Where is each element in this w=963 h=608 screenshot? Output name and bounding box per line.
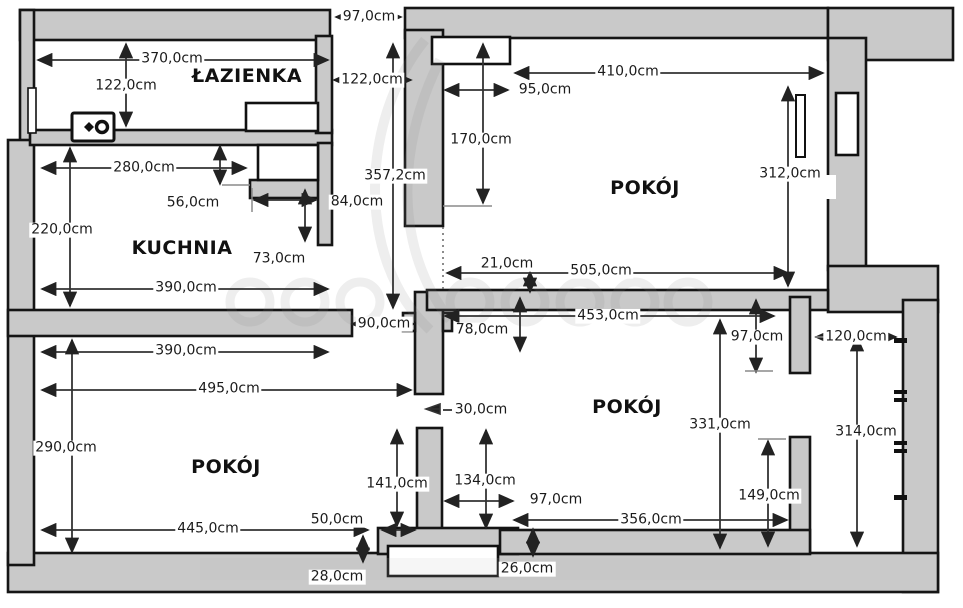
dim-kitchen-width: 390,0cm xyxy=(153,279,219,296)
dim-149: 149,0cm xyxy=(736,487,802,504)
dim-hall-length: 357,2cm xyxy=(362,167,428,184)
dim-170: 170,0cm xyxy=(448,131,514,148)
dim-kitchen-280: 280,0cm xyxy=(111,159,177,176)
dim-corridor-height: 314,0cm xyxy=(833,423,899,440)
dim-141: 141,0cm xyxy=(364,475,430,492)
dim-wall-thickness-30: 30,0cm xyxy=(452,401,510,418)
dim-room-tr-width: 410,0cm xyxy=(595,63,661,80)
dim-28: 28,0cm xyxy=(308,568,366,585)
dim-room-br-height: 331,0cm xyxy=(687,416,753,433)
dim-84: 84,0cm xyxy=(328,193,386,210)
dim-453: 453,0cm xyxy=(575,307,641,324)
dim-356: 356,0cm xyxy=(618,511,684,528)
dim-73: 73,0cm xyxy=(250,250,308,267)
washer-icon xyxy=(70,111,116,143)
dim-hall-width: 122,0cm xyxy=(339,71,405,88)
dim-134: 134,0cm xyxy=(452,472,518,489)
dim-room-bl-width: 445,0cm xyxy=(175,520,241,537)
walls-group xyxy=(6,6,955,594)
room-label-bathroom: ŁAZIENKA xyxy=(191,65,303,87)
dim-390-room: 390,0cm xyxy=(153,342,219,359)
dim-50: 50,0cm xyxy=(308,511,366,528)
dim-bathroom-width: 370,0cm xyxy=(139,50,205,67)
dim-room-bl-height: 290,0cm xyxy=(33,439,99,456)
dim-78: 78,0cm xyxy=(453,321,511,338)
dim-bathroom-height: 122,0cm xyxy=(93,77,159,94)
dim-97-bottom: 97,0cm xyxy=(527,491,585,508)
dim-56: 56,0cm xyxy=(164,194,222,211)
dim-495: 495,0cm xyxy=(196,380,262,397)
room-label-top-right: POKÓJ xyxy=(610,177,680,199)
dim-room-tr-height: 312,0cm xyxy=(757,165,823,182)
dim-entrance-width: 97,0cm xyxy=(340,8,398,25)
openings-group xyxy=(27,35,860,578)
extension-ticks xyxy=(222,184,845,440)
room-label-kitchen: KUCHNIA xyxy=(131,237,233,259)
dim-95: 95,0cm xyxy=(516,81,574,98)
dim-505: 505,0cm xyxy=(568,262,634,279)
dim-26: 26,0cm xyxy=(498,560,556,577)
room-label-bottom-left: POKÓJ xyxy=(191,456,261,478)
dim-corridor-width: 120,0cm xyxy=(823,328,889,345)
dim-21: 21,0cm xyxy=(478,255,536,272)
room-label-bottom-right: POKÓJ xyxy=(592,396,662,418)
window-ticks xyxy=(894,338,907,500)
dim-97-right: 97,0cm xyxy=(728,328,786,345)
dim-kitchen-height: 220,0cm xyxy=(29,221,95,238)
dim-door-90: 90,0cm xyxy=(355,315,413,332)
